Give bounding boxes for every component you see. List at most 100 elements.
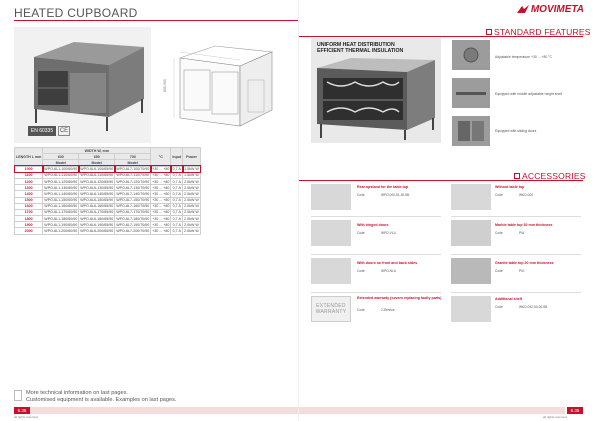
divider	[451, 254, 581, 255]
accessory-title: Extended warranty (covers replacing faul…	[357, 296, 442, 300]
spec-table: LENGTH L mm WIDTH W, mm °C Input Power 6…	[13, 146, 202, 235]
divider	[311, 254, 441, 255]
cutaway-illustration	[317, 58, 435, 140]
code-value: WKO-042-50-00-5B	[519, 305, 548, 309]
code-label: Code	[495, 305, 503, 309]
product-photo	[14, 27, 151, 143]
footnote: More technical information on last pages…	[14, 390, 177, 404]
technical-drawing: 850-900	[163, 45, 274, 127]
warranty-line: WARRANTY	[315, 309, 347, 315]
feature-text: Adjustable temperature +30 ... +80 °C	[495, 55, 552, 59]
heated-cupboard-photo	[34, 42, 144, 131]
code-label: Code	[357, 193, 365, 197]
col-power: Power	[182, 147, 201, 167]
brand-wing-icon	[516, 5, 529, 13]
code-value: PIA	[519, 231, 525, 235]
section-square-icon	[514, 173, 520, 179]
accessory-code: Code WPO-000-51-30-5B	[357, 193, 409, 197]
code-label: Code	[357, 269, 365, 273]
code-value: WKO-000	[519, 193, 533, 197]
caption-line: EFFICIENT THERMAL INSULATION	[317, 48, 404, 54]
caption-line: UNIFORM HEAT DISTRIBUTION	[317, 42, 395, 48]
col-input: Input	[170, 147, 184, 167]
title-rule	[14, 20, 298, 21]
accessory-marble-top-photo	[451, 220, 491, 246]
code-label: Code	[495, 193, 503, 197]
accessory-title: Marble table top 30 mm thickness	[495, 223, 553, 227]
standard-features-label: STANDARD FEATURES	[494, 27, 591, 37]
cutaway-caption: UNIFORM HEAT DISTRIBUTION EFFICIENT THER…	[317, 42, 403, 54]
rights-text: all rights reserved	[14, 415, 38, 419]
accessory-title: Granite table top 20 mm thickness	[495, 261, 554, 265]
accessory-title: Without table top	[495, 185, 525, 189]
code-label: Code	[357, 231, 365, 235]
feature-text: Equipped with middle adjustable height s…	[495, 92, 562, 96]
accessory-code: Code WPO-VLU	[357, 231, 396, 235]
divider	[451, 292, 581, 293]
brand-logo: MOVIMETA	[516, 4, 584, 15]
ce-mark: CE	[58, 126, 70, 136]
height-dimension: 850-900	[163, 79, 167, 92]
accessories-heading: ACCESSORIES	[514, 171, 586, 181]
standard-badge: EN 60335	[28, 126, 56, 136]
table-cell: WPO-6L1-200/60/90	[42, 227, 80, 235]
section-square-icon	[486, 29, 492, 35]
divider	[451, 216, 581, 217]
warranty-line: EXTENDED	[316, 303, 346, 309]
accessory-hinged-doors-photo	[311, 220, 351, 246]
right-page: MOVIMETA STANDARD FEATURES UNIFORM HEAT …	[298, 0, 596, 421]
table-cell: +30 ... +80	[150, 227, 172, 235]
feature-thermostat-photo	[452, 40, 490, 70]
feature-shelf-photo	[452, 78, 490, 108]
accessories-label: ACCESSORIES	[522, 171, 586, 181]
document-icon	[14, 390, 22, 401]
divider	[311, 216, 441, 217]
table-cell: WPO-6L7-200/70/90	[114, 227, 152, 235]
footnote-line: Customised equipment is available. Examp…	[26, 397, 177, 403]
accessory-shelf-photo	[451, 296, 491, 322]
accessory-title: With doors on front and back sides	[357, 261, 418, 265]
brand-name: MOVIMETA	[530, 4, 584, 15]
accessory-title: Additional shelf	[495, 297, 522, 301]
col-length: LENGTH L mm	[13, 147, 44, 167]
footer-band	[299, 407, 565, 414]
table-cell: 0,7 A	[170, 227, 184, 235]
page-number: 6.35	[567, 407, 583, 414]
accessory-code: Code PIG	[495, 269, 525, 273]
length-cell: 2000	[13, 227, 44, 235]
warranty-graphic: EXTENDED WARRANTY	[311, 296, 351, 322]
accessory-double-doors-photo	[311, 258, 351, 284]
left-page: HEATED CUPBOARD EN 60335 CE 850-900	[13, 6, 298, 419]
feature-doors-photo	[452, 116, 490, 146]
code-value: PIG	[519, 269, 525, 273]
section-rule	[299, 180, 583, 181]
accessory-code: Code 2-Service	[357, 308, 394, 312]
accessory-granite-top-photo	[451, 258, 491, 284]
section-rule	[299, 36, 583, 37]
feature-text: Equipped with sliding doors	[495, 129, 537, 133]
code-label: Code	[357, 308, 365, 312]
standard-features-heading: STANDARD FEATURES	[486, 27, 591, 37]
accessory-code: Code WKO-000	[495, 193, 533, 197]
footer-band	[30, 407, 298, 414]
accessory-no-top-photo	[451, 184, 491, 210]
code-value: WPO-000-51-30-5B	[381, 193, 410, 197]
rights-text: all rights reserved	[543, 415, 567, 419]
page-number: 6.35	[14, 407, 30, 414]
footnote-line: More technical information on last pages…	[26, 390, 128, 396]
cutaway-photo	[311, 38, 441, 143]
code-label: Code	[495, 269, 503, 273]
accessory-upstand-photo	[311, 184, 351, 210]
accessory-title: Rear upstand for the table top	[357, 185, 409, 189]
accessory-code: Code WKO-042-50-00-5B	[495, 305, 547, 309]
code-value: 2-Service	[381, 308, 395, 312]
code-value: WPO-VLU	[381, 231, 396, 235]
